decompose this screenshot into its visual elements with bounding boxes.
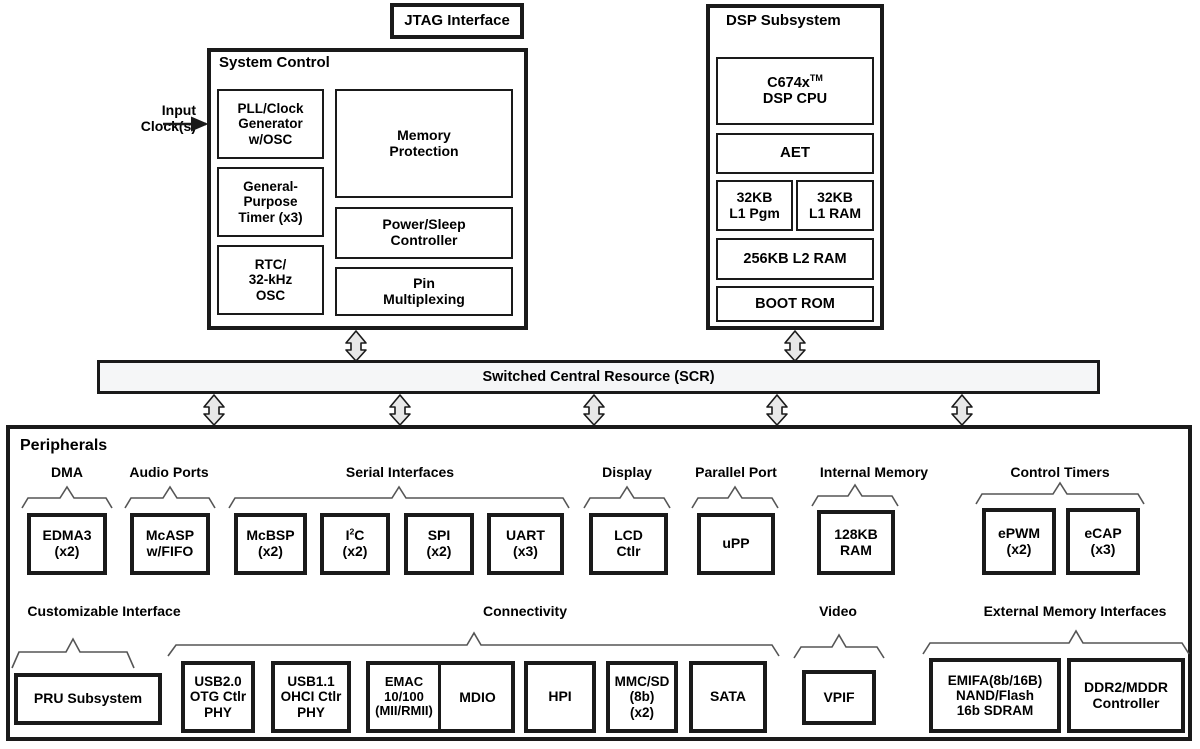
i2c-label: I2C(x2) — [342, 526, 368, 559]
mdio-block[interactable]: MDIO — [459, 689, 496, 705]
group-label-video: Video — [819, 603, 857, 619]
usb11-ohci-block[interactable]: USB1.1 OHCI Ctlr PHY — [271, 661, 351, 733]
input-clock-label: Input Clock(s) — [140, 102, 196, 135]
sata-block[interactable]: SATA — [689, 661, 767, 733]
dsp-cpu-label: C674xTM DSP CPU — [762, 72, 828, 107]
emifa-nand-sdram-block[interactable]: EMIFA(8b/16B) NAND/Flash 16b SDRAM — [929, 658, 1061, 733]
hpi-block[interactable]: HPI — [524, 661, 596, 733]
usb20-otg-block[interactable]: USB2.0 OTG Ctlr PHY — [181, 661, 255, 733]
ecap-block[interactable]: eCAP (x3) — [1066, 508, 1140, 575]
mcasp-block[interactable]: McASP w/FIFO — [130, 513, 210, 575]
group-label-connectivity: Connectivity — [482, 603, 567, 619]
uart-block[interactable]: UART (x3) — [487, 513, 564, 575]
pll-clock-generator-block[interactable]: PLL/Clock Generator w/OSC — [217, 89, 324, 159]
group-label-dma: DMA — [51, 464, 83, 480]
peripherals-title: Peripherals — [20, 437, 108, 454]
group-label-control-timers: Control Timers — [1010, 464, 1110, 480]
emac-block[interactable]: EMAC 10/100 (MII/RMII) — [370, 665, 441, 729]
group-label-serial-interfaces: Serial Interfaces — [345, 464, 455, 480]
aet-block[interactable]: AET — [716, 133, 874, 174]
upp-block[interactable]: uPP — [697, 513, 775, 575]
epwm-block[interactable]: ePWM (x2) — [982, 508, 1056, 575]
internal-ram-block[interactable]: 128KB RAM — [817, 510, 895, 575]
c674x-dsp-cpu-block[interactable]: C674xTM DSP CPU — [716, 57, 874, 125]
system-control-title: System Control — [219, 54, 330, 71]
group-label-audio-ports: Audio Ports — [129, 464, 209, 480]
switched-central-resource-bar[interactable]: Switched Central Resource (SCR) — [97, 360, 1100, 394]
connector-system-control-scr — [345, 330, 367, 362]
connector-scr-peripherals-5 — [951, 394, 973, 426]
power-sleep-controller-block[interactable]: Power/Sleep Controller — [335, 207, 513, 259]
mcbsp-block[interactable]: McBSP (x2) — [234, 513, 307, 575]
connector-scr-peripherals-1 — [203, 394, 225, 426]
group-label-display: Display — [602, 464, 652, 480]
connector-dsp-scr — [784, 330, 806, 362]
i2c-block[interactable]: I2C(x2) — [320, 513, 390, 575]
dsp-subsystem-title: DSP Subsystem — [726, 12, 841, 29]
jtag-interface-block[interactable]: JTAG Interface — [390, 3, 524, 39]
edma3-block[interactable]: EDMA3 (x2) — [27, 513, 107, 575]
ddr2-mddr-controller-block[interactable]: DDR2/MDDR Controller — [1067, 658, 1185, 733]
group-label-external-memory-interfaces: External Memory Interfaces — [983, 603, 1167, 619]
spi-block[interactable]: SPI (x2) — [404, 513, 474, 575]
rtc-32khz-osc-block[interactable]: RTC/ 32-kHz OSC — [217, 245, 324, 315]
group-label-customizable-interface: Customizable Interface — [27, 603, 181, 619]
l1-ram-block[interactable]: 32KB L1 RAM — [796, 180, 874, 231]
l2-ram-block[interactable]: 256KB L2 RAM — [716, 238, 874, 280]
trademark-symbol: TM — [809, 72, 823, 83]
connector-scr-peripherals-4 — [766, 394, 788, 426]
mmc-sd-block[interactable]: MMC/SD (8b) (x2) — [606, 661, 678, 733]
pin-multiplexing-block[interactable]: Pin Multiplexing — [335, 267, 513, 316]
group-label-internal-memory: Internal Memory — [819, 464, 929, 480]
boot-rom-block[interactable]: BOOT ROM — [716, 286, 874, 322]
group-label-parallel-port: Parallel Port — [695, 464, 777, 480]
memory-protection-block[interactable]: Memory Protection — [335, 89, 513, 198]
l1-pgm-block[interactable]: 32KB L1 Pgm — [716, 180, 793, 231]
general-purpose-timer-block[interactable]: General- Purpose Timer (x3) — [217, 167, 324, 237]
connector-scr-peripherals-3 — [583, 394, 605, 426]
lcd-ctlr-block[interactable]: LCD Ctlr — [589, 513, 668, 575]
connector-scr-peripherals-2 — [389, 394, 411, 426]
pru-subsystem-block[interactable]: PRU Subsystem — [14, 673, 162, 725]
vpif-block[interactable]: VPIF — [802, 670, 876, 725]
